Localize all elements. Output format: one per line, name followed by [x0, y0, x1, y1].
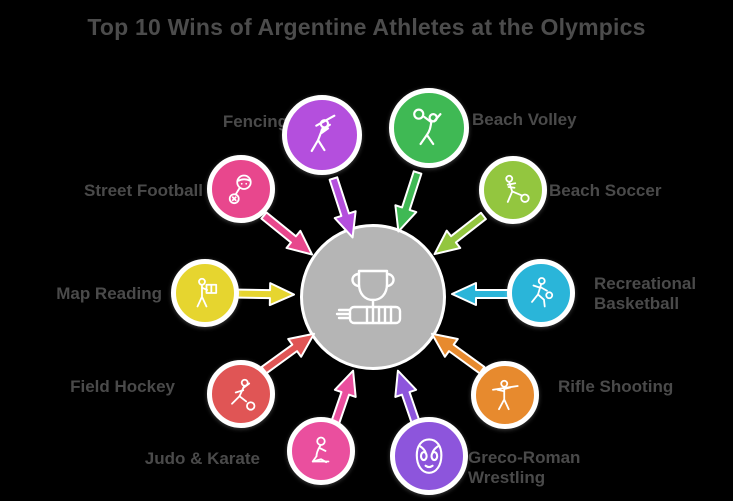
seated-athlete-icon [287, 417, 355, 485]
inward-arrow [394, 170, 423, 233]
luchador-mask-icon [390, 417, 468, 495]
map-reading-icon [171, 259, 239, 327]
trophy-podium-icon [335, 269, 402, 325]
node-label: Fencing [222, 112, 288, 131]
node-label: Greco-Roman Wrestling [468, 448, 581, 488]
inward-arrow [328, 176, 357, 239]
dribbling-player-icon [507, 259, 575, 327]
node-label: Rifle Shooting [558, 377, 674, 396]
inward-arrow [260, 211, 314, 256]
kicking-player-icon [479, 156, 547, 224]
football-header-icon [207, 155, 275, 223]
fencing-swing-icon [282, 95, 362, 175]
node-label: Beach Soccer [549, 181, 662, 200]
running-player-icon [207, 360, 275, 428]
volleyball-spike-icon [389, 88, 469, 168]
node-label: Beach Volley [472, 110, 577, 129]
node-label: Judo & Karate [144, 449, 260, 468]
infographic-title: Top 10 Wins of Argentine Athletes at the… [87, 14, 646, 40]
node-label: Street Football [83, 181, 203, 200]
inward-arrow [430, 332, 486, 375]
rifle-shooter-icon [471, 361, 539, 429]
center-trophy-circle [300, 224, 446, 370]
node-label: Map Reading [56, 284, 162, 303]
inward-arrow [230, 282, 295, 307]
node-label: Field Hockey [70, 377, 175, 396]
inward-arrow [433, 211, 487, 256]
node-label: Recreational Basketball [594, 274, 697, 314]
inward-arrow [260, 332, 316, 375]
